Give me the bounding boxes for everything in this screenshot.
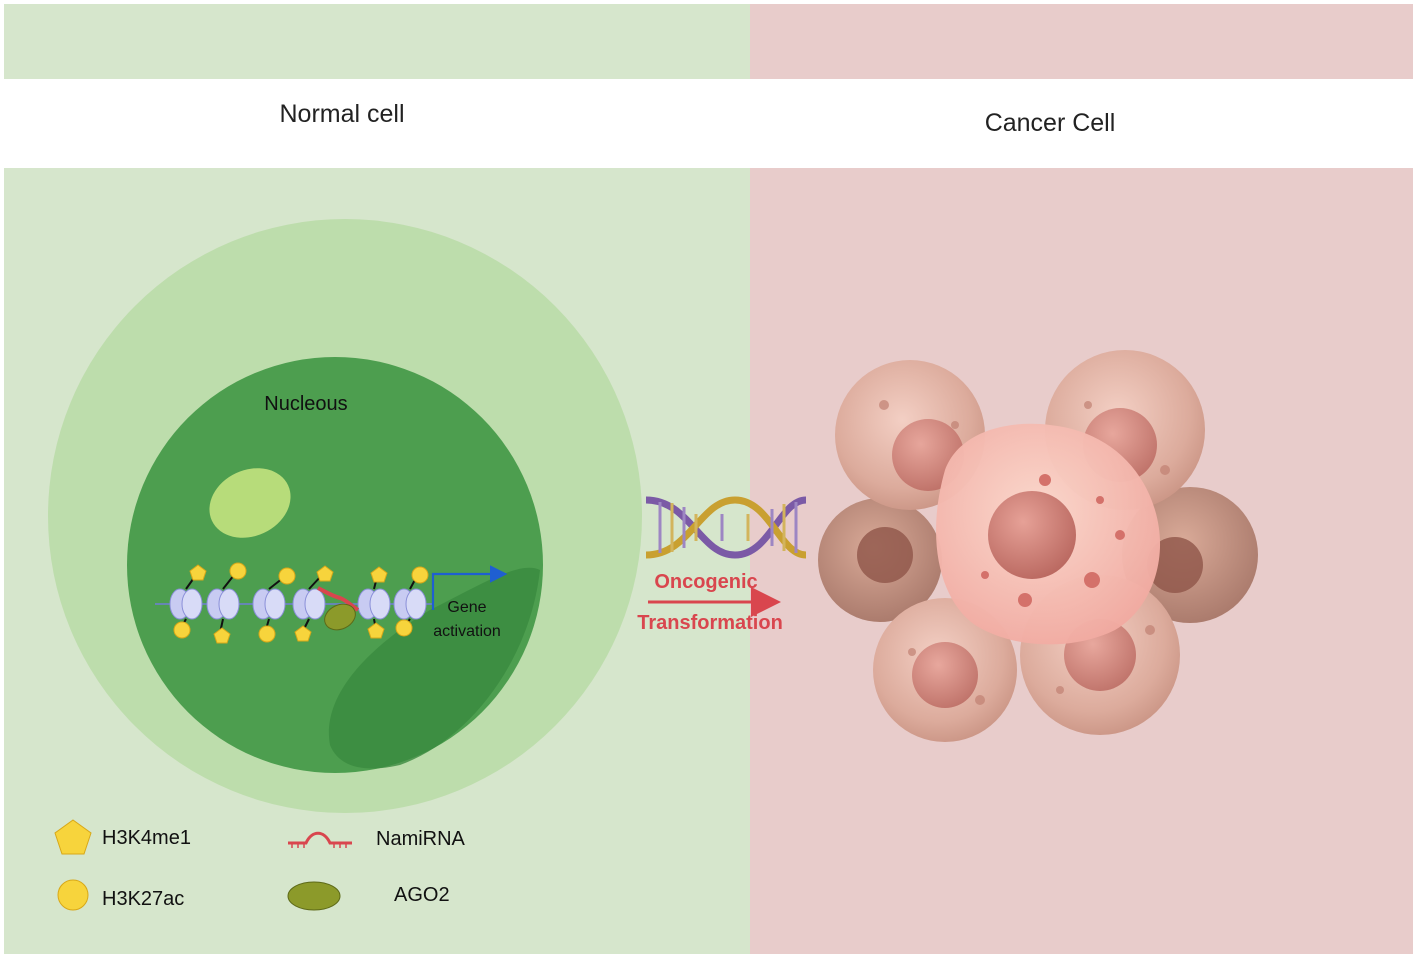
cancer-cell-back-left: [818, 498, 942, 622]
h3k4me1-marks: [189, 564, 388, 644]
nucleosome-3: [252, 588, 286, 620]
normal-cell: Nucleous: [48, 219, 642, 813]
h3k27ac-marks: [173, 562, 429, 643]
cancer-cell-front: [936, 423, 1161, 645]
nucleosome-5: [357, 588, 391, 620]
nucleosome-4: [292, 588, 326, 620]
cancer-cell-title: Cancer Cell: [985, 109, 1116, 137]
oncogenic-label: Oncogenic: [654, 571, 757, 593]
legend-h3k27ac: H3K27ac: [57, 879, 184, 911]
circle-icon: [57, 879, 89, 911]
normal-cell-title: Normal cell: [279, 100, 404, 128]
svg-text:NamiRNA: NamiRNA: [376, 828, 466, 850]
legend-namirna: NamiRNA: [288, 828, 466, 850]
legend-h3k4me1: H3K4me1: [54, 819, 191, 855]
pentagon-icon: [54, 819, 92, 855]
transformation-label: Transformation: [637, 612, 783, 634]
nucleosome-6: [393, 588, 427, 620]
gene-label: Gene: [447, 599, 486, 616]
nucleosome-2: [206, 588, 240, 620]
ellipse-icon: [287, 881, 341, 911]
svg-text:H3K4me1: H3K4me1: [102, 827, 191, 849]
svg-text:H3K27ac: H3K27ac: [102, 888, 184, 910]
nucleosome-1: [169, 588, 203, 620]
cancer-cell-bottom-left: [873, 598, 1017, 742]
legend: H3K4me1 H3K27ac NamiRNA AGO2: [54, 819, 466, 911]
nucleolus: [209, 468, 291, 538]
svg-text:AGO2: AGO2: [394, 884, 450, 906]
cancer-cell-cluster: [818, 350, 1258, 742]
dna-helix-icon: [645, 496, 807, 559]
ago2-on-chromatin: [324, 603, 356, 631]
activation-label: activation: [433, 623, 501, 640]
legend-ago2: AGO2: [287, 881, 450, 911]
namirna-icon: [288, 831, 352, 848]
nucleus-label: Nucleous: [264, 393, 347, 415]
